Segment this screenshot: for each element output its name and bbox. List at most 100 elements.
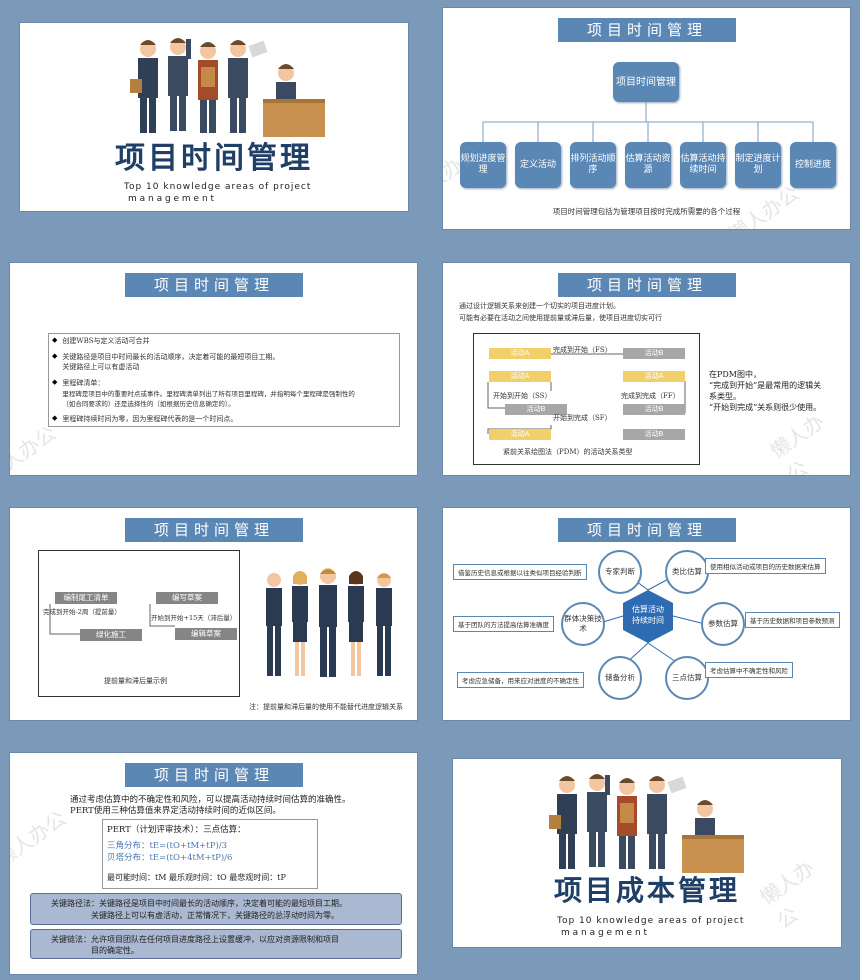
diamond-bullet-icon: ◆ <box>52 378 58 386</box>
bullet-text: 里程碑持续时间为零，因为里程碑代表的是一个时间点。 <box>62 415 238 423</box>
technique-node: 群体决策技术 <box>561 602 605 646</box>
fs-label: 完成到开始（FS） <box>553 346 612 354</box>
diamond-bullet-icon: ◆ <box>52 414 58 422</box>
technique-note: 基于团队的方法提高估算准确度 <box>453 616 554 632</box>
process-node: 定义活动 <box>515 142 561 188</box>
activity-a-box: 活动A <box>489 371 551 382</box>
lead-lag-task: 绿化施工 <box>80 629 142 641</box>
lead-lag-note: 开始到开始+15天（滞后量） <box>151 614 237 622</box>
process-node: 规划进度管理 <box>460 142 506 188</box>
slide-4-intro-2: 可能有必要在活动之间使用提前量或滞后量，使项目进度切实可行 <box>459 314 662 322</box>
slide-1-subtitle-line2: m a n a g e m e n t <box>128 194 215 204</box>
lead-lag-task: 编辑草案 <box>175 628 237 640</box>
slide-4-banner: 项目时间管理 <box>558 273 736 297</box>
pdm-caption: 紧前关系绘图法（PDM）的活动关系类型 <box>503 448 633 456</box>
technique-node: 储备分析 <box>598 656 642 700</box>
bullet-item: ◆ 创建WBS与定义活动可合并 <box>52 336 397 346</box>
critical-chain-box: 关键链法：允许项目团队在任何项目进度路径上设置缓冲，以应对资源限制和项目 目的确… <box>30 929 402 959</box>
slide-3-banner: 项目时间管理 <box>125 273 303 297</box>
slide-8[interactable]: 项目成本管理 Top 10 knowledge areas of project… <box>453 759 841 947</box>
process-node: 估算活动资源 <box>625 142 671 188</box>
activity-b-box: 活动B <box>623 404 685 415</box>
slide-2[interactable]: 项目时间管理 项目时间管理 规划进度管理 定义活动 排列活动顺序 估算活动资源 … <box>443 8 850 229</box>
lead-lag-task: 编写草案 <box>156 592 218 604</box>
critical-path-box: 关键路径法：关键路径是项目中时间最长的活动顺序，决定着可能的最短项目工期。 关键… <box>30 893 402 925</box>
slide-1-title: 项目时间管理 <box>115 141 313 176</box>
technique-node: 参数估算 <box>701 602 745 646</box>
pert-box: PERT（计划评审技术）：三点估算： 三角分布：tE=(tO+tM+tP)/3 … <box>102 819 318 889</box>
pert-times: 最可能时间：tM 最乐观时间：tO 最悲观时间：tP <box>107 873 286 882</box>
slide-2-caption: 项目时间管理包括为管理项目按时完成所需要的各个过程 <box>552 207 741 216</box>
slide-8-subtitle-line1: Top 10 knowledge areas of project <box>557 916 745 926</box>
slide-7-intro-1: 通过考虑估算中的不确定性和风险，可以提高活动持续时间估算的准确性。 <box>70 795 351 805</box>
pert-title: PERT（计划评审技术）：三点估算： <box>107 825 246 835</box>
lead-lag-diagram-box <box>38 550 240 697</box>
activity-b-box: 活动B <box>623 429 685 440</box>
side-note-line: “开始到完成”关系则很少使用。 <box>709 403 822 412</box>
technique-node: 专家判断 <box>598 550 642 594</box>
bullet-list: ◆ 创建WBS与定义活动可合并 ◆ 关键路径是项目中时间最长的活动顺序，决定着可能的… <box>52 336 397 424</box>
tree-connectors <box>482 102 814 142</box>
ss-label: 开始到开始（SS） <box>493 392 552 400</box>
side-note-line: 在PDM图中， <box>709 370 761 379</box>
slide-6[interactable]: 项目时间管理 估算活动持续时间 专家判断 类比估算 群体决策技术 参数估算 储备… <box>443 508 850 720</box>
bullet-text: 关键路径上可以有虚活动 <box>62 363 140 371</box>
process-node: 排列活动顺序 <box>570 142 616 188</box>
bullet-item: ◆ 关键路径是项目中时间最长的活动顺序，决定着可能的最短项目工期。关键路径上可以有… <box>52 352 397 372</box>
pdm-side-note: 在PDM图中， “完成到开始”是最常用的逻辑关 系类型。 “开始到完成”关系则很… <box>709 369 847 413</box>
technique-note: 基于历史数据和项目参数预测 <box>745 612 840 628</box>
pert-beta: 贝塔分布：tE=(tO+4tM+tP)/6 <box>107 853 233 863</box>
diamond-bullet-icon: ◆ <box>52 336 58 344</box>
process-node: 估算活动持续时间 <box>680 142 726 188</box>
side-note-line: “完成到开始”是最常用的逻辑关 <box>709 381 822 390</box>
technique-note: 考虑估算中不确定性和风险 <box>705 662 793 678</box>
activity-b-box: 活动B <box>505 404 567 415</box>
process-node: 制定进度计划 <box>735 142 781 188</box>
bullet-text: 里程碑清单： <box>62 379 105 387</box>
lead-lag-caption: 提前量和滞后量示例 <box>104 677 167 685</box>
slide-7[interactable]: 项目时间管理 通过考虑估算中的不确定性和风险，可以提高活动持续时间估算的准确性。… <box>10 753 417 974</box>
lead-lag-footnote: 注：提前量和滞后量的使用不能替代进度逻辑关系 <box>249 703 403 711</box>
watermark: 懒人办公 <box>755 855 819 934</box>
lead-lag-arrows <box>49 604 175 635</box>
sf-label: 开始到完成（SF） <box>553 414 612 422</box>
activity-a-box: 活动A <box>489 429 551 440</box>
bullet-item: ◆ 里程碑清单： 里程碑是项目中的重要时点或事件。里程碑清单列出了所有项目里程碑，并… <box>52 378 397 408</box>
slide-5-banner: 项目时间管理 <box>125 518 303 542</box>
slide-2-banner: 项目时间管理 <box>558 18 736 42</box>
business-team-illustration <box>549 774 744 873</box>
hub-connectors <box>602 569 702 669</box>
slide-6-banner: 项目时间管理 <box>558 518 736 542</box>
process-node: 控制进度 <box>790 142 836 188</box>
bullet-text: 创建WBS与定义活动可合并 <box>62 337 150 345</box>
activity-a-box: 活动A <box>623 371 685 382</box>
ff-label: 完成到完成（FF） <box>621 392 680 400</box>
slide-3[interactable]: 项目时间管理 ◆ 创建WBS与定义活动可合并 ◆ 关键路径是项目中时间最长的活动顺序… <box>10 263 417 475</box>
bullet-text: （如合同要求的）还是选择性的（如根据历史信息确定的）。 <box>62 400 235 408</box>
lead-lag-note: 完成到开始-2周（提前量） <box>43 608 121 616</box>
side-note-line: 系类型。 <box>709 392 741 401</box>
slide-4-intro-1: 通过设计逻辑关系来创建一个切实的项目进度计划。 <box>459 302 620 310</box>
pdm-diagram-box <box>473 333 700 465</box>
team-illustration <box>266 568 392 677</box>
diamond-bullet-icon: ◆ <box>52 352 58 360</box>
bullet-list-box <box>48 333 400 427</box>
technique-note: 考虑应急储备，用来应对进度的不确定性 <box>457 672 584 688</box>
watermark: 懒人办公 <box>10 805 71 872</box>
technique-note: 使用相似活动或项目的历史数据来估算 <box>705 558 826 574</box>
slide-4[interactable]: 项目时间管理 通过设计逻辑关系来创建一个切实的项目进度计划。 可能有必要在活动之… <box>443 263 850 475</box>
bullet-text: 关键路径是项目中时间最长的活动顺序，决定着可能的最短项目工期。 <box>62 353 280 361</box>
technique-node: 三点估算 <box>665 656 709 700</box>
slide-1-subtitle-line1: Top 10 knowledge areas of project <box>124 182 312 192</box>
critical-path-line: 关键路径法：关键路径是项目中时间最长的活动顺序，决定着可能的最短项目工期。 <box>51 899 347 908</box>
critical-path-line: 关键路径上可以有虚活动，正常情况下，关键路径的总浮动时间为零。 <box>91 911 339 920</box>
activity-b-box: 活动B <box>623 348 685 359</box>
bullet-text: 里程碑是项目中的重要时点或事件。里程碑清单列出了所有项目里程碑，并指明每个里程碑… <box>62 390 355 398</box>
bullet-item: ◆ 里程碑持续时间为零，因为里程碑代表的是一个时间点。 <box>52 414 397 424</box>
slide-5[interactable]: 项目时间管理 编制尾工清单 完成到开始-2周（提前量） 绿化施工 编写草案 开始… <box>10 508 417 720</box>
business-team-illustration <box>130 38 325 137</box>
lead-lag-task: 编制尾工清单 <box>55 592 117 604</box>
slide-8-title: 项目成本管理 <box>553 874 740 907</box>
activity-a-box: 活动A <box>489 348 551 359</box>
slide-1[interactable]: 项目时间管理 Top 10 knowledge areas of project… <box>20 23 408 211</box>
